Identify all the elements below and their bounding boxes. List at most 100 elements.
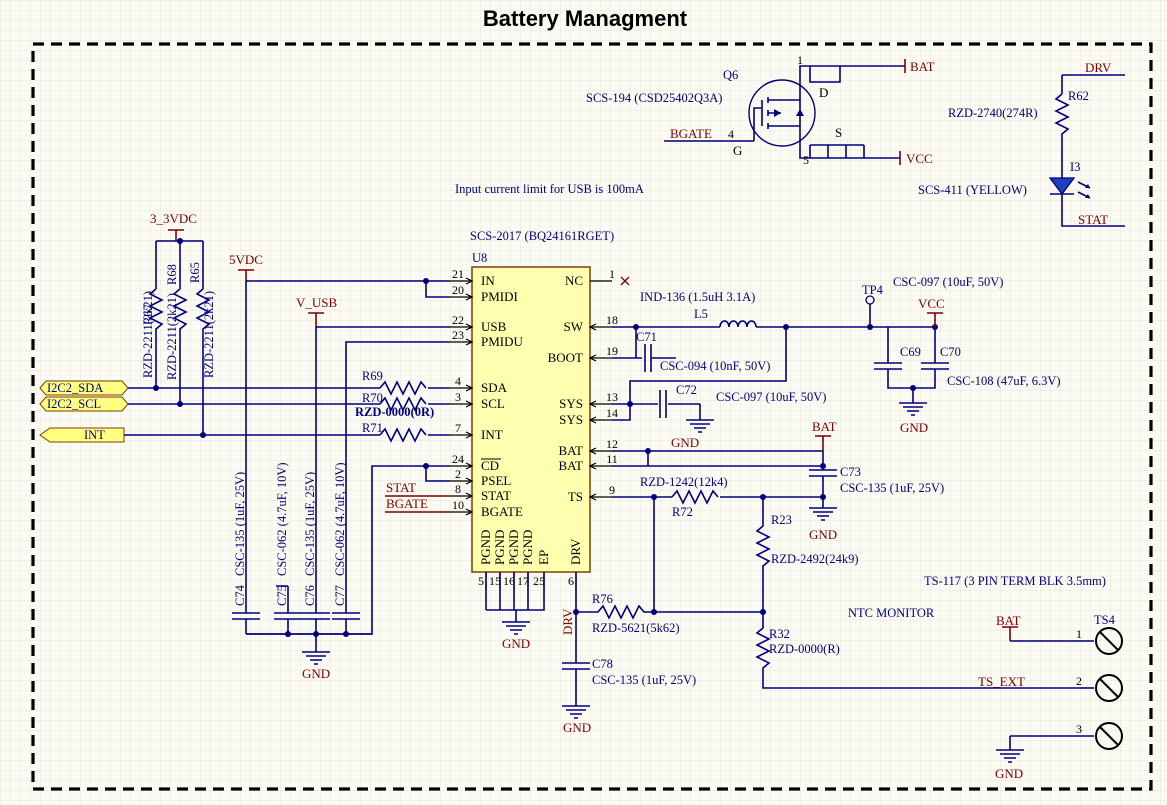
- svg-text:TP4: TP4: [862, 283, 884, 297]
- svg-text:BAT: BAT: [812, 419, 837, 434]
- svg-text:S: S: [835, 125, 842, 140]
- ic-pin-name: PGND: [520, 530, 535, 565]
- net-bat-c73: BAT: [812, 419, 837, 451]
- svg-text:R71: R71: [362, 421, 383, 435]
- svg-text:C74: C74: [233, 584, 247, 606]
- svg-text:C76: C76: [303, 585, 317, 606]
- svg-text:BAT: BAT: [910, 59, 935, 74]
- ic-pin-name: NC: [565, 273, 583, 288]
- svg-text:GND: GND: [302, 666, 330, 681]
- svg-text:R69: R69: [362, 369, 383, 383]
- svg-text:CSC-135 (1uF, 25V): CSC-135 (1uF, 25V): [840, 481, 944, 495]
- ic-pin-name: CD: [481, 458, 499, 473]
- svg-text:CSC-097 (10uF, 50V): CSC-097 (10uF, 50V): [893, 275, 1003, 289]
- svg-text:BAT: BAT: [996, 613, 1021, 628]
- ic-pin-name: IN: [481, 273, 495, 288]
- svg-text:DRV: DRV: [1085, 60, 1112, 75]
- svg-text:C70: C70: [940, 345, 961, 359]
- ic-pin-num: 15: [489, 574, 501, 588]
- svg-text:R32: R32: [769, 627, 790, 641]
- ic-pin-num: 11: [606, 452, 618, 466]
- ic-pin-name: SW: [564, 319, 584, 334]
- ic-pin-num: 7: [455, 421, 461, 435]
- nc-cross-icon: [620, 276, 630, 286]
- ic-pin-name: BGATE: [481, 504, 523, 519]
- resistor-r67: R67 RZD-2211(2k21): [141, 288, 164, 388]
- ic-pin-num: 18: [606, 313, 618, 327]
- svg-text:STAT: STAT: [1078, 212, 1108, 227]
- ic-pin-num: 8: [455, 482, 461, 496]
- net-vcc-right: VCC: [918, 296, 945, 327]
- mosfet-q6[interactable]: Q6 SCS-194 (CSD25402Q3A) BGATE 4 G 1 D 5…: [586, 53, 905, 167]
- ic-pin-num: 3: [455, 390, 461, 404]
- terminal-ts4[interactable]: TS4 1 2 3: [1010, 613, 1123, 750]
- port-i2c2-scl[interactable]: I2C2_SCL: [39, 396, 129, 412]
- ic-pin-name: TS: [568, 489, 583, 504]
- testpoint-tp4[interactable]: TP4: [862, 283, 884, 327]
- ic-pin-name: SDA: [481, 380, 508, 395]
- gnd-c73: GND: [809, 507, 837, 542]
- svg-text:C71: C71: [636, 330, 657, 344]
- ic-pin-name: PSEL: [481, 473, 511, 488]
- svg-text:1: 1: [1076, 627, 1082, 641]
- ic-pin-name: SCL: [481, 396, 505, 411]
- svg-text:C75: C75: [275, 585, 289, 606]
- cap-c70: C70: [921, 345, 961, 370]
- resistor-r23: R23 RZD-2492(24k9): [755, 510, 859, 612]
- svg-text:CSC-094 (10nF, 50V): CSC-094 (10nF, 50V): [660, 359, 770, 373]
- svg-text:5VDC: 5VDC: [229, 252, 263, 267]
- resistor-r76: R76 RZD-5621(5k62): [576, 592, 680, 635]
- ic-pin-num: 10: [452, 498, 464, 512]
- terminal-pin-1[interactable]: 1: [1010, 627, 1123, 655]
- gnd-c78: GND: [562, 705, 591, 735]
- net-bat-top: BAT: [904, 59, 935, 74]
- ic-pin-num: 14: [606, 406, 618, 420]
- svg-text:DRV: DRV: [560, 608, 575, 635]
- svg-text:RZD-1242(12k4): RZD-1242(12k4): [640, 475, 728, 489]
- svg-text:GND: GND: [900, 420, 928, 435]
- port-int[interactable]: INT: [39, 427, 125, 443]
- ic-pin-name: PMIDU: [481, 334, 524, 349]
- ic-body: [471, 266, 591, 573]
- cap-c71: C71 CSC-094 (10nF, 50V): [636, 330, 770, 373]
- svg-text:C72: C72: [676, 383, 697, 397]
- svg-text:C73: C73: [840, 465, 861, 479]
- ic-pin-name: PGND: [478, 530, 493, 565]
- svg-text:TS4: TS4: [1094, 613, 1116, 627]
- svg-text:GND: GND: [563, 720, 591, 735]
- ic-pin-num: 24: [452, 452, 464, 466]
- ic-pin-num: 4: [455, 374, 461, 388]
- ic-pin-name: PMIDI: [481, 289, 518, 304]
- svg-text:R76: R76: [592, 592, 613, 606]
- ic-pin-num: 22: [452, 313, 464, 327]
- terminal-pin-2[interactable]: 2: [1076, 674, 1123, 702]
- cap-c72: C72 GND: [659, 383, 714, 450]
- ic-pin-num: 5: [478, 574, 484, 588]
- ic-pin-num: 17: [517, 574, 529, 588]
- ic-pin-name: USB: [481, 319, 507, 334]
- ic-pin-num: 13: [606, 390, 618, 404]
- svg-text:R65: R65: [188, 262, 202, 283]
- resistor-r69: R69: [362, 369, 427, 396]
- svg-text:R68: R68: [165, 264, 179, 285]
- cap-c78: C78 CSC-135 (1uF, 25V): [562, 657, 696, 706]
- svg-text:R23: R23: [771, 513, 792, 527]
- led-i3[interactable]: DRV R62 RZD-2740(274R) I3 SCS-411 (YELLO…: [918, 60, 1125, 227]
- ts-ext-net: TS_EXT: [978, 674, 1025, 689]
- ic-pin-num: 2: [455, 467, 461, 481]
- svg-text:5: 5: [803, 153, 809, 167]
- svg-text:SCS-194 (CSD25402Q3A): SCS-194 (CSD25402Q3A): [586, 91, 722, 105]
- terminal-pin-3[interactable]: 3: [1010, 722, 1123, 750]
- svg-text:R70: R70: [362, 391, 383, 405]
- gnd-c69: GND: [899, 402, 928, 435]
- svg-text:CSC-062 (4.7uF, 10V): CSC-062 (4.7uF, 10V): [333, 462, 347, 576]
- cap-c73: C73 CSC-135 (1uF, 25V): [809, 465, 944, 508]
- resistor-r72: RZD-1242(12k4) R72: [640, 475, 728, 519]
- net-vcc-top: VCC: [899, 151, 933, 166]
- svg-text:CSC-135 (1uF, 25V): CSC-135 (1uF, 25V): [592, 673, 696, 687]
- port-i2c2-sda[interactable]: I2C2_SDA: [39, 380, 129, 396]
- svg-text:L5: L5: [694, 307, 708, 321]
